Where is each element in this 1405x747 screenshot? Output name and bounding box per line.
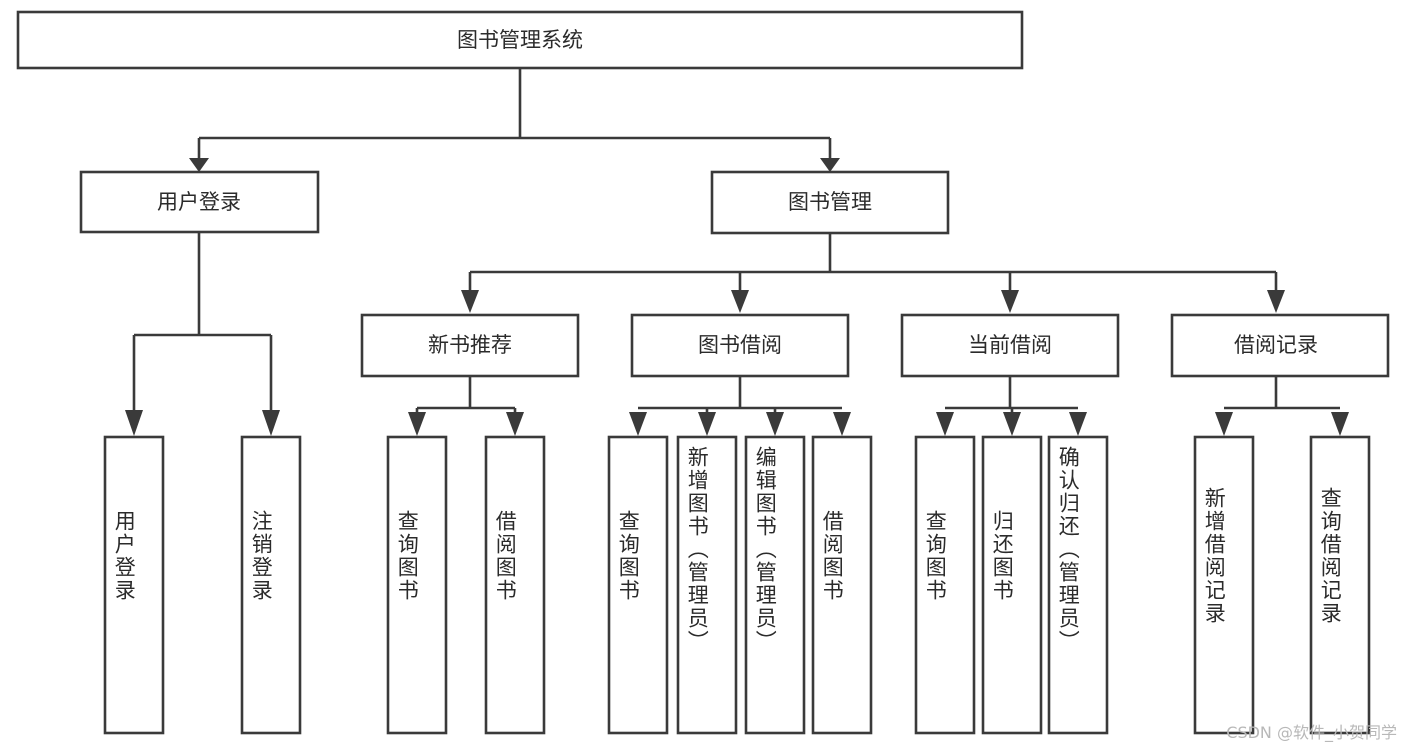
arrow-leaf-bb-edit [766, 412, 784, 436]
node-current-borrow[interactable] [900, 313, 1120, 378]
leaf-box-nb-borrow-book[interactable] [484, 435, 546, 735]
arrow-leaf-cb-return [1003, 412, 1021, 436]
label-new-book-recommend: 新书推荐 [428, 333, 512, 357]
leaf-box-nb-query-book[interactable] [386, 435, 448, 735]
leaf-box-user-login[interactable] [103, 435, 165, 735]
arrow-leaf-bb-query [629, 412, 647, 436]
node-new-book-recommend[interactable] [360, 313, 580, 378]
node-book-manage[interactable] [710, 170, 950, 235]
label-borrow-record: 借阅记录 [1234, 333, 1318, 357]
arrow-leaf-logout [262, 410, 280, 436]
leaf-box-cb-confirm-return[interactable] [1047, 435, 1109, 735]
node-borrow-record[interactable] [1170, 313, 1390, 378]
node-layer [16, 10, 1390, 735]
arrow-to-book-borrow [731, 290, 749, 313]
horizontal-label-layer: 图书管理系统 用户登录 图书管理 新书推荐 图书借阅 当前借阅 借阅记录 [157, 28, 1318, 357]
arrow-to-book-manage [820, 158, 840, 172]
arrow-leaf-bb-borrow [833, 412, 851, 436]
node-book-borrow[interactable] [630, 313, 850, 378]
arrow-leaf-cb-query [936, 412, 954, 436]
leaf-box-cb-return-book[interactable] [981, 435, 1043, 735]
label-book-manage: 图书管理 [788, 190, 872, 214]
leaf-box-logout[interactable] [240, 435, 302, 735]
leaf-box-bb-add-book[interactable] [676, 435, 738, 735]
arrow-to-user-login [189, 158, 209, 172]
label-current-borrow: 当前借阅 [968, 333, 1052, 357]
arrow-leaf-newbook-query [408, 412, 426, 436]
arrow-to-new-book [461, 290, 479, 313]
node-root[interactable] [16, 10, 1024, 70]
node-user-login[interactable] [79, 170, 320, 234]
leaf-box-bb-edit-book[interactable] [744, 435, 806, 735]
leaf-box-rec-query-record[interactable] [1309, 435, 1371, 735]
leaf-box-rec-add-record[interactable] [1193, 435, 1255, 735]
arrow-leaf-user-login [125, 410, 143, 436]
leaf-box-cb-query-book[interactable] [914, 435, 976, 735]
label-book-borrow: 图书借阅 [698, 333, 782, 357]
arrow-leaf-newbook-borrow [506, 412, 524, 436]
arrow-to-current-borrow [1001, 290, 1019, 313]
connector-layer [125, 68, 1349, 436]
label-root: 图书管理系统 [457, 28, 583, 52]
watermark-text: CSDN @软件_小贺同学 [1226, 723, 1397, 742]
arrow-leaf-rec-add [1215, 412, 1233, 436]
arrow-leaf-rec-query [1331, 412, 1349, 436]
arrow-leaf-bb-add [698, 412, 716, 436]
label-user-login: 用户登录 [157, 190, 241, 214]
leaf-box-bb-borrow-book[interactable] [811, 435, 873, 735]
arrow-leaf-cb-confirm [1069, 412, 1087, 436]
leaf-box-bb-query-book[interactable] [607, 435, 669, 735]
arrow-to-borrow-record [1267, 290, 1285, 313]
